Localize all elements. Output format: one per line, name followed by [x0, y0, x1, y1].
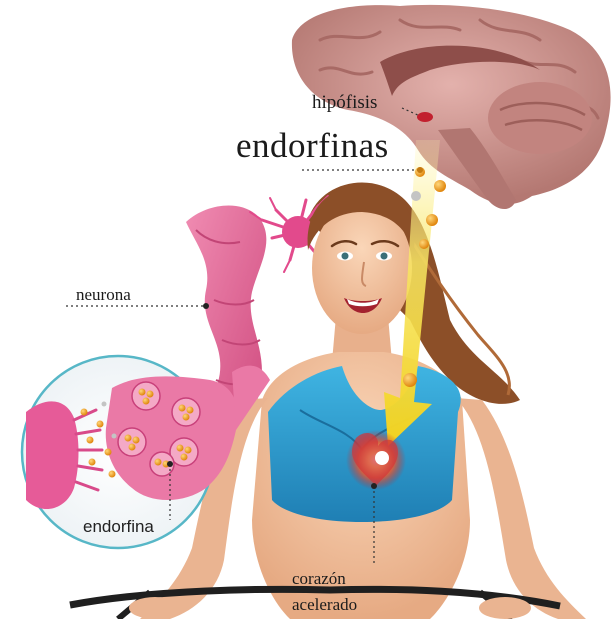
- label-endorfinas: endorfinas: [236, 126, 389, 166]
- label-corazon-line1: corazón: [292, 566, 357, 592]
- label-hipofisis: hipófisis: [312, 92, 377, 114]
- label-endorfina: endorfina: [83, 517, 154, 537]
- label-neurona: neurona: [76, 285, 131, 305]
- label-corazon-line2: acelerado: [292, 592, 357, 618]
- heart-glow: [346, 430, 406, 490]
- label-corazon-acelerado: corazón acelerado: [292, 566, 357, 618]
- leader-dot-endorfinas: [417, 167, 423, 173]
- leader-dot-neurona: [203, 303, 209, 309]
- leader-dot-corazon: [371, 483, 377, 489]
- leader-dot-endorfina: [167, 461, 173, 467]
